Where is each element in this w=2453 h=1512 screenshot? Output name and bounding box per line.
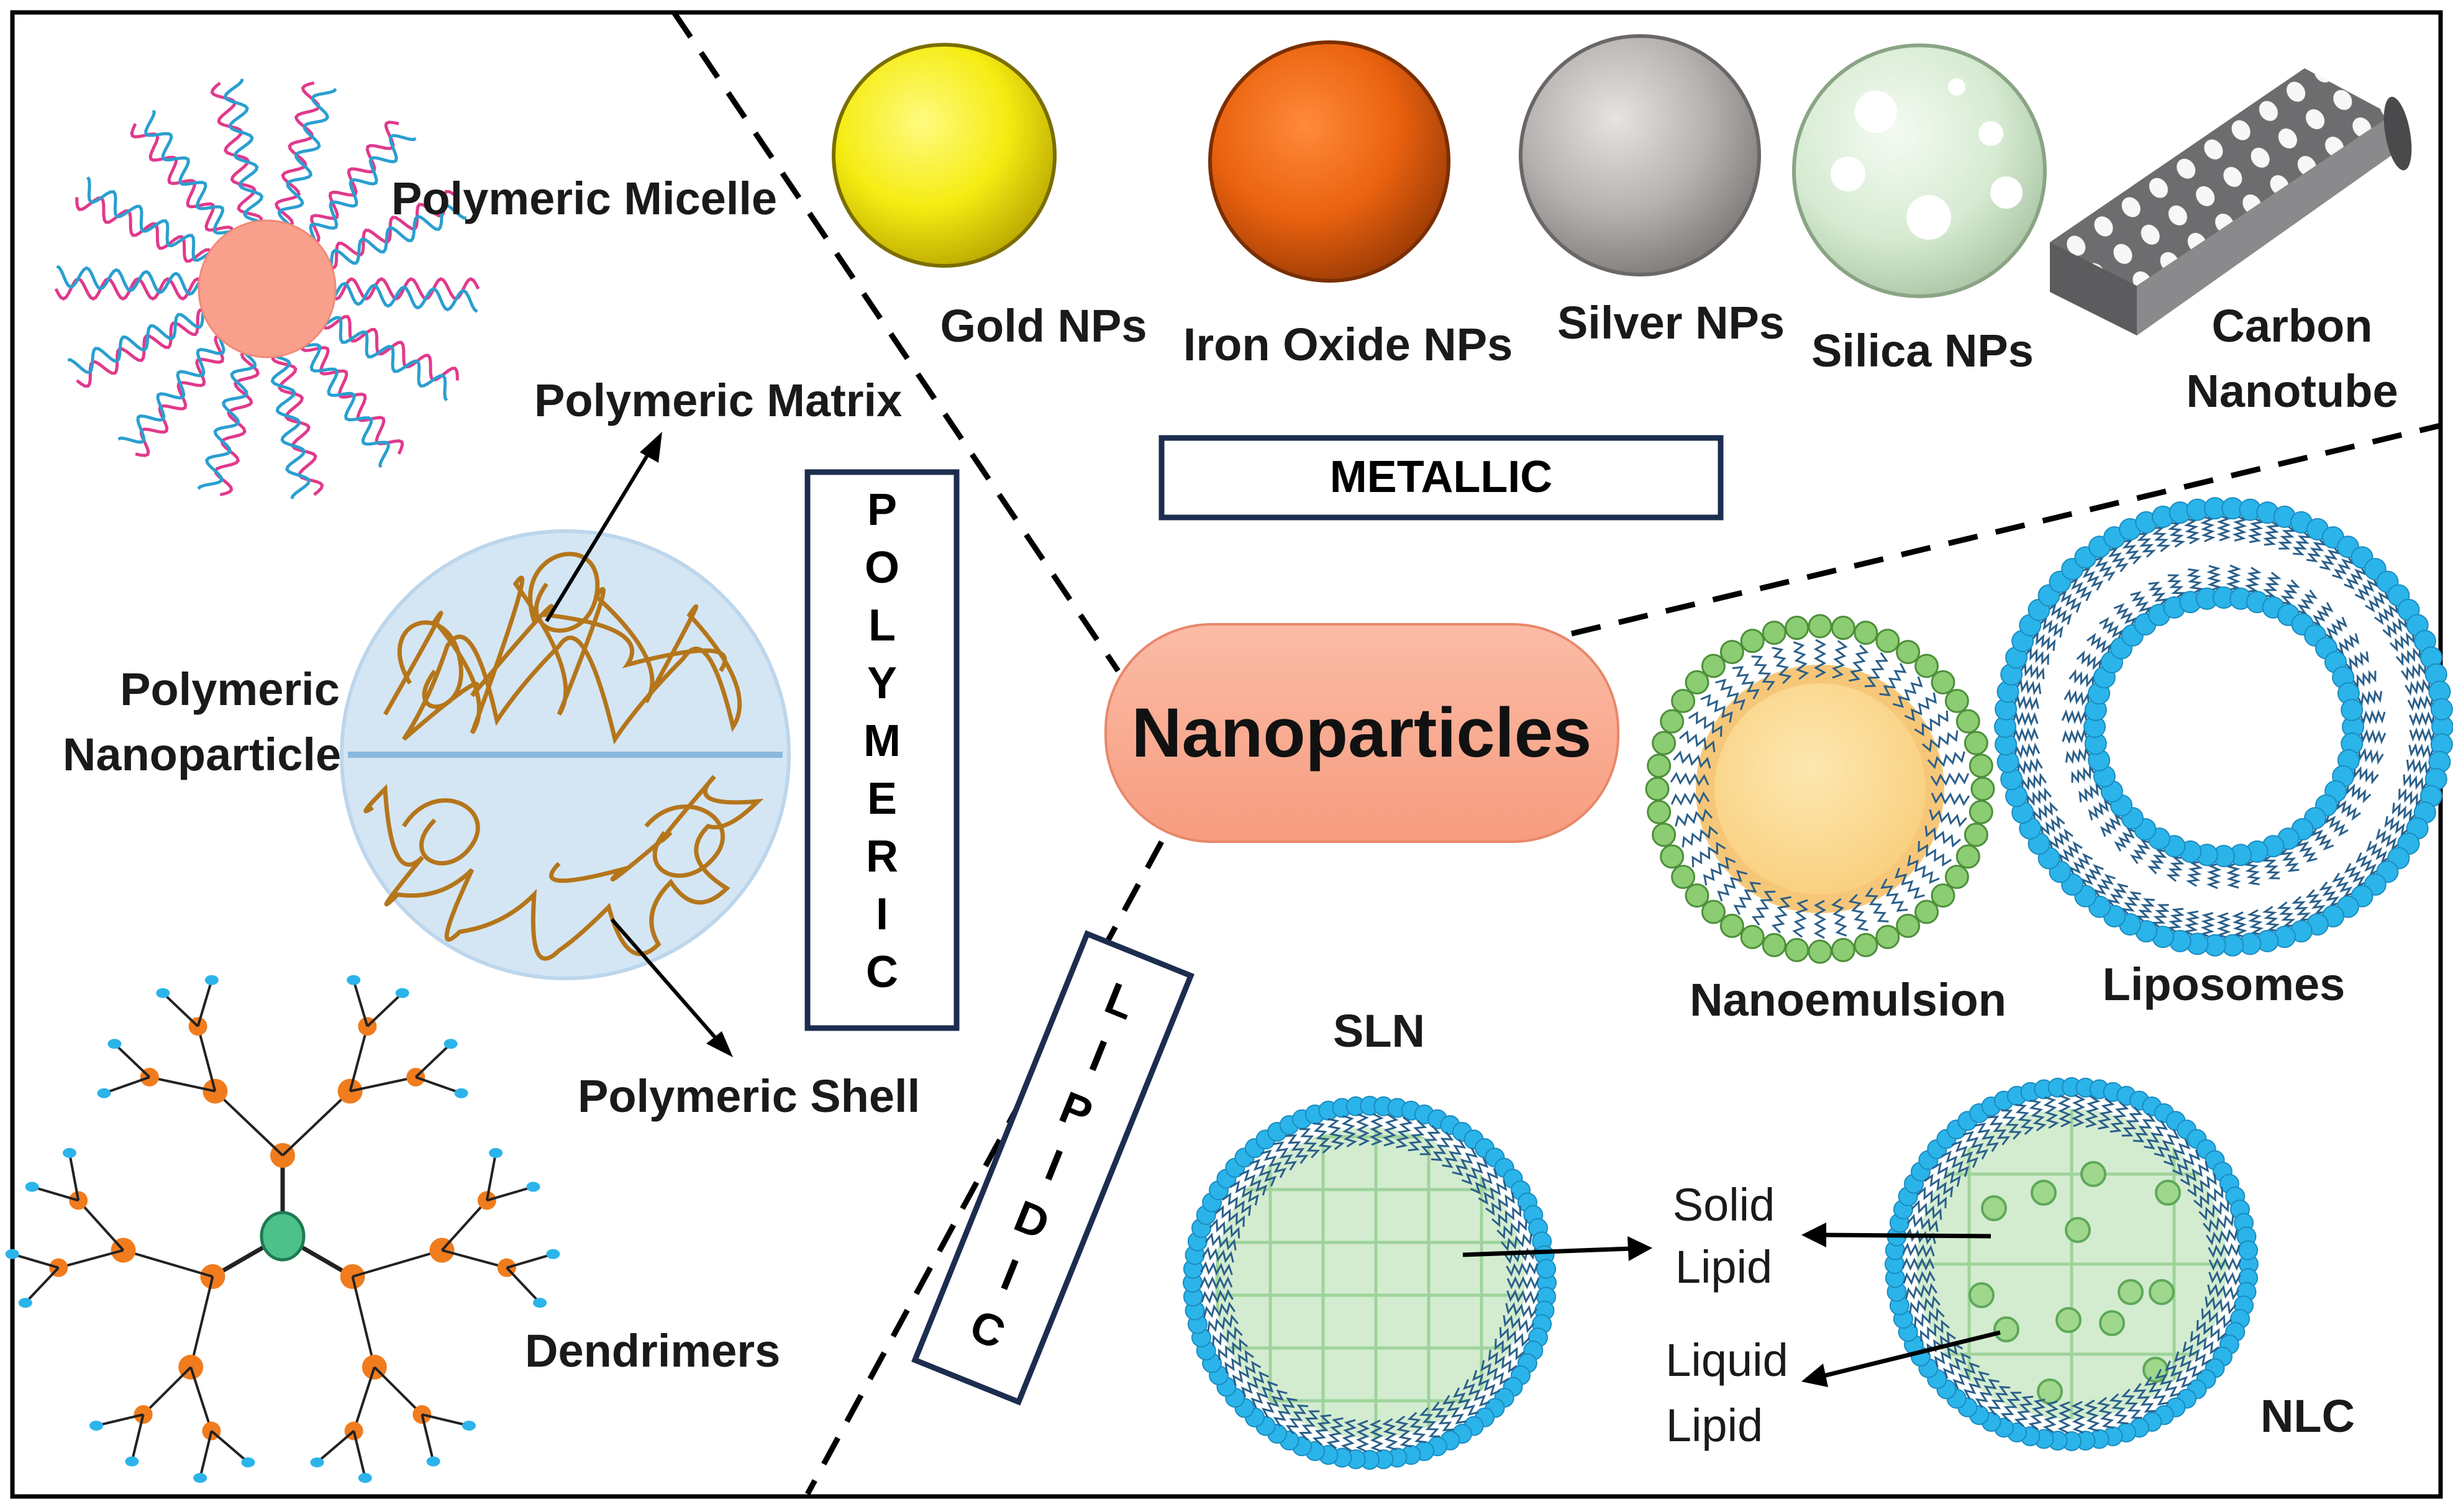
- polymeric-nanoparticle-label-line2: Nanoparticle: [63, 729, 341, 780]
- divider-polymeric-metallic: [671, 11, 1121, 673]
- solid-lipid-label-line1: Solid: [1673, 1179, 1775, 1231]
- carbon-nanotube: [2050, 68, 2412, 335]
- polymeric-section: Polymeric Micelle Polymeric Matrix Polym…: [5, 78, 960, 1483]
- matrix-arrow: [545, 432, 662, 622]
- polymeric-letter: I: [876, 890, 888, 939]
- carbon-label-line2: Nanotube: [2186, 365, 2398, 417]
- polymeric-micelle-illustration: [54, 78, 480, 499]
- shell-label: Polymeric Shell: [578, 1070, 920, 1122]
- polymeric-letter: Y: [867, 658, 897, 708]
- center-label: Nanoparticles: [1132, 694, 1592, 772]
- polymeric-letter: M: [863, 716, 901, 766]
- gold-nanoparticle: [832, 43, 1057, 268]
- polymeric-letter: P: [867, 485, 897, 535]
- gold-label: Gold NPs: [940, 300, 1147, 352]
- solid-lipid-label-line2: Lipid: [1675, 1241, 1772, 1293]
- liquid-lipid-label-line2: Lipid: [1666, 1400, 1763, 1451]
- metallic-category-label: METALLIC: [1330, 452, 1553, 502]
- sln-illustration: [1183, 1096, 1557, 1470]
- divider-metallic-lipidic: [1570, 422, 2442, 637]
- dendrimers-label: Dendrimers: [525, 1325, 780, 1377]
- nanoemulsion-label: Nanoemulsion: [1690, 974, 2006, 1026]
- polymeric-letter: O: [865, 543, 899, 593]
- shell-arrow: [610, 918, 733, 1057]
- polymeric-letter: L: [868, 601, 896, 650]
- liposomes-label: Liposomes: [2103, 959, 2346, 1010]
- polymeric-category-box: [804, 469, 960, 1031]
- polymeric-letter: E: [867, 774, 897, 824]
- silver-nanoparticle: [1519, 34, 1761, 276]
- metallic-section: Gold NPs Iron Oxide NPs Silver NPs Silic…: [832, 34, 2412, 521]
- nlc-label: NLC: [2260, 1390, 2355, 1442]
- polymeric-nanoparticle-illustration: [340, 529, 791, 980]
- silica-label: Silica NPs: [1811, 325, 2034, 376]
- center-node: Nanoparticles: [1104, 623, 1619, 843]
- liquid-lipid-arrow: [1801, 1330, 2001, 1387]
- polymeric-letter: C: [866, 947, 898, 997]
- carbon-label-line1: Carbon: [2212, 300, 2373, 352]
- polymeric-nanoparticle-label-line1: Polymeric: [120, 663, 340, 715]
- micelle-core: [198, 219, 337, 358]
- polymeric-letter: R: [866, 832, 898, 881]
- dendrimer-illustration: [5, 975, 560, 1483]
- micelle-label: Polymeric Micelle: [391, 173, 777, 224]
- liposome-illustration: [1994, 497, 2453, 957]
- liquid-lipid-label-line1: Liquid: [1665, 1334, 1788, 1386]
- sln-label: SLN: [1333, 1005, 1425, 1057]
- solid-lipid-arrow-from-sln: [1462, 1236, 1652, 1261]
- nanoemulsion-illustration: [1645, 614, 1995, 964]
- iron-oxide-nanoparticle: [1208, 40, 1450, 283]
- iron-oxide-label: Iron Oxide NPs: [1183, 319, 1513, 370]
- silver-label: Silver NPs: [1557, 297, 1785, 348]
- metallic-category-box: [1158, 435, 1724, 521]
- nlc-illustration: [1885, 1077, 2259, 1451]
- silica-nanoparticle: [1792, 43, 2047, 298]
- dendrimer-core: [260, 1211, 306, 1262]
- matrix-label: Polymeric Matrix: [534, 375, 902, 426]
- solid-lipid-arrow-from-nlc: [1801, 1223, 1991, 1247]
